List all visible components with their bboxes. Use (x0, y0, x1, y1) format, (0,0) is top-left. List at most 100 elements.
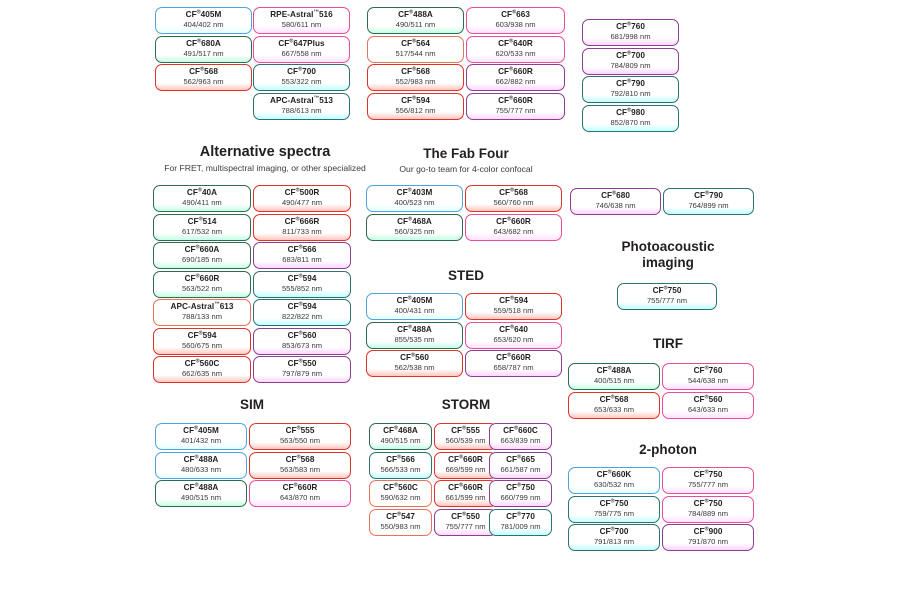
dye-spectra-values: 661/587 nm (500, 464, 541, 474)
dye-spectra-values: 764/899 nm (688, 201, 729, 211)
trademark-symbol: ® (298, 330, 303, 337)
photoacoustic-heading-line1: Photoacoustic (621, 239, 715, 254)
photoacoustic-heading-line2: imaging (642, 254, 694, 270)
dye-spectra-values: 681/998 nm (610, 32, 651, 42)
dye-number: 660C (518, 426, 538, 436)
dye-name: CF®900 (693, 526, 723, 537)
trademark-symbol: ® (462, 425, 467, 432)
dye-number: 594 (514, 296, 528, 306)
dye-spectra-values: 560/539 nm (445, 436, 486, 446)
dye-name: CF®660R (448, 482, 483, 493)
dye-name: CF®568 (285, 454, 315, 464)
dye-name: CF®488A (183, 482, 219, 493)
dye-spectra-values: 400/431 nm (394, 306, 435, 316)
dye-number: 640R (513, 38, 533, 48)
dye-spectra-values: 617/532 nm (181, 226, 223, 236)
section-heading-photoacoustic: Photoacoustic imaging (583, 239, 753, 270)
dye-spectra-values: 660/799 nm (500, 493, 541, 503)
dye-name: CF®468A (383, 425, 418, 436)
dye-number: 500R (299, 188, 320, 198)
dye-name: CF®680A (186, 38, 221, 48)
dye-spectra-values: 630/532 nm (593, 480, 635, 490)
dye-name: CF®666R (284, 216, 320, 226)
trademark-symbol: ® (612, 190, 617, 197)
dye-name: CF®555 (451, 425, 480, 436)
